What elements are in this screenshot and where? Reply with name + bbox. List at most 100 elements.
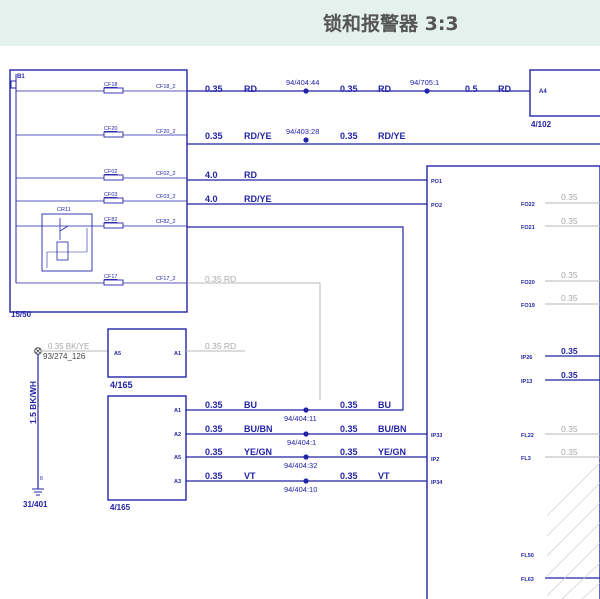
fuse-name: CF02 [104, 169, 117, 175]
wire-label: RD/YE [244, 131, 272, 141]
wire-label: FL3 [521, 456, 531, 462]
fuse-symbol [103, 197, 124, 204]
wire-cf03: 4.0 RD/YE [187, 194, 427, 205]
wire-label: 0.35 RD [205, 341, 236, 351]
hatch-area [546, 462, 600, 599]
wire-label: BU/BN [244, 424, 273, 434]
wire-label: RD [244, 170, 257, 180]
wire-label: 0.35 BK/YE [48, 342, 89, 351]
wire-label: FO20 [521, 280, 535, 286]
wire-label: RD [498, 84, 511, 94]
wire-label: 0.35 [561, 192, 578, 202]
wire-label: 0.35 [561, 424, 578, 434]
wire-label: 94/404:10 [284, 485, 317, 494]
fuse-pin: CF18_2 [156, 84, 176, 90]
wire-label: IP33 [431, 433, 442, 439]
main-module: PO1 PO2 IP33 IP2 IP34 FO22 FO21 FO20 FO1… [426, 165, 600, 599]
page-title: 锁和报警器 3:3 [323, 13, 459, 35]
wire-label: RD [244, 84, 257, 94]
ground-section: 0.35 BK/YE 93/274_126 1.5 BK/WH 8 31/401 [23, 342, 108, 509]
fuse-row: CF18 CF18_2 [16, 82, 176, 94]
wire-cf17: 0.35 RD [187, 274, 321, 400]
wire-label: 94/705:1 [410, 78, 439, 87]
splice-dot [303, 88, 309, 94]
wire-vt: 0.35 VT 94/404:10 0.35 VT [186, 471, 427, 494]
module-a4: A4 4/102 [529, 69, 600, 129]
wire-label: 0.35 [561, 370, 578, 380]
splice-dot [303, 137, 309, 143]
wire-label: YE/GN [244, 447, 272, 457]
fuse-pin: CF20_2 [156, 129, 176, 135]
fuse-row: CF17 CF17_2 [16, 274, 176, 286]
wire-label: 1.5 BK/WH [28, 381, 38, 424]
wire-label: YE/GN [378, 447, 406, 457]
fuse-symbol [103, 279, 124, 286]
fuse-row: CF03 CF03_2 [16, 192, 176, 204]
wiring-diagram: B1 15/50 CF18 CF18_2 CF20 CF20_2 CF02 CF… [9, 69, 600, 599]
wire-label: A1 [174, 408, 181, 414]
wire-label: BU/BN [378, 424, 407, 434]
fuse-row: CF20 CF20_2 [16, 126, 176, 138]
wire-label: FL22 [521, 433, 534, 439]
wire-label: 0.35 [340, 84, 358, 94]
wire-label: 0.35 [205, 447, 223, 457]
module-a4-ref: 4/102 [531, 120, 552, 129]
wire-label: 0.35 [561, 270, 578, 280]
wire-label: IP2 [431, 457, 439, 463]
fuse-block-id: B1 [17, 74, 25, 80]
wire-label: 0.35 [205, 84, 223, 94]
wire-label: 0.35 [340, 447, 358, 457]
splice-dot [303, 431, 309, 437]
wire-label: 0.35 [205, 400, 223, 410]
splice-dot [303, 454, 309, 460]
fuse-name: CF20 [104, 126, 117, 132]
wire-label: RD [378, 84, 391, 94]
wire-label: 0.35 [205, 424, 223, 434]
wire-label: FO22 [521, 202, 535, 208]
page-header: 锁和报警器 3:3 [0, 0, 600, 46]
fuse-pin: CF82_2 [156, 219, 176, 225]
wire-label: A5 [114, 351, 121, 357]
fuse-block-outline [9, 69, 188, 313]
wire-label: 0.35 [561, 447, 578, 457]
wire-label: 0.35 [340, 471, 358, 481]
wire-label: 4/165 [110, 380, 133, 390]
splice-dot [303, 478, 309, 484]
wire-label: 0.35 [205, 131, 223, 141]
fuse-block-terminal [10, 80, 17, 89]
relay-box [41, 213, 93, 272]
wire-label: 0.35 [340, 131, 358, 141]
wire-label: IP34 [431, 480, 443, 486]
fuse-pin: CF17_2 [156, 276, 176, 282]
fuse-pin: CF02_2 [156, 171, 176, 177]
wire-label: 0.35 RD [205, 274, 236, 284]
wire-label: RD/YE [378, 131, 406, 141]
wire-label: 94/404:11 [284, 414, 317, 423]
fuse-pin: CF03_2 [156, 194, 176, 200]
wire-label: 93/274_126 [43, 352, 86, 361]
wire-label: 4.0 [205, 194, 218, 204]
wire-label: 0.35 [340, 424, 358, 434]
wire-label: 0.5 [465, 84, 478, 94]
wire-label: A1 [174, 351, 181, 357]
fuse-name: CF17 [104, 274, 117, 280]
wire-cf02: 4.0 RD [187, 170, 427, 181]
fuse-name: CF18 [104, 82, 117, 88]
wire-label: 4.0 [205, 170, 218, 180]
wire-label: VT [378, 471, 390, 481]
wire-cf82 [187, 226, 404, 411]
wire-ye-gn: 0.35 YE/GN 94/404:32 0.35 YE/GN [186, 447, 427, 470]
splice-dot [424, 88, 430, 94]
wire-label: 0.35 [561, 293, 578, 303]
wire-label: PO2 [431, 203, 442, 209]
wire-label: FO21 [521, 225, 535, 231]
module-a4-pin: A4 [539, 89, 547, 95]
wire-label: 94/404:1 [287, 438, 316, 447]
wire-label: 0.35 [561, 346, 578, 356]
wire-label: BU [378, 400, 391, 410]
wire-label: FO19 [521, 303, 535, 309]
fuse-block: B1 15/50 CF18 CF18_2 CF20 CF20_2 CF02 CF… [9, 69, 188, 319]
fuse-row: CF02 CF02_2 [16, 169, 176, 181]
fuse-symbol [103, 131, 124, 138]
main-module-box [426, 165, 600, 599]
